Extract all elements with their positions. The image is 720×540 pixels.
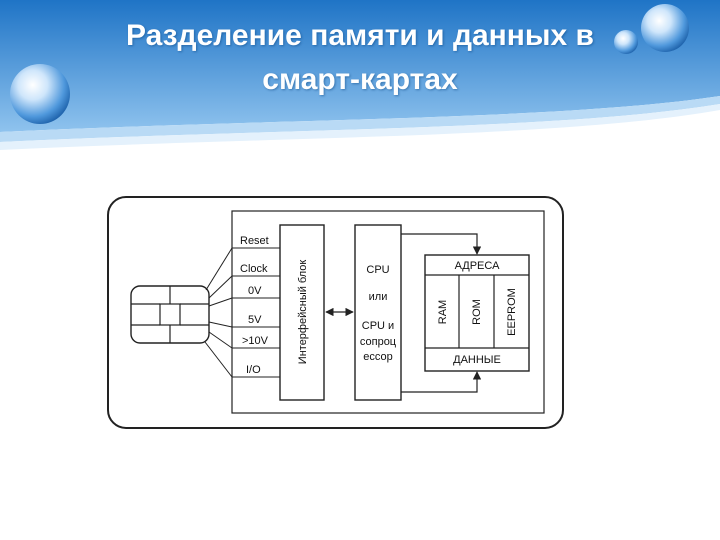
sphere-small-right-decoration [614, 30, 638, 54]
address-bus-arrow [401, 233, 482, 255]
cpu-or-label: или [369, 291, 388, 303]
title-banner [0, 0, 720, 150]
eeprom-label: EEPROM [506, 288, 518, 336]
slide-title-line-2: смарт-картах [262, 63, 458, 96]
pin-label-0v: 0V [248, 285, 262, 297]
sphere-large-left-decoration [10, 64, 70, 124]
rom-label: ROM [471, 299, 483, 325]
pin-label-clock: Clock [240, 263, 268, 275]
slide-title-line-1: Разделение памяти и данных в [125, 19, 595, 52]
chip-contact-pad [130, 285, 210, 344]
pin-label-reset: Reset [240, 235, 269, 247]
pin-row-lines [232, 247, 280, 378]
address-bus-label: АДРЕСА [455, 260, 501, 272]
banner-wave-1 [0, 96, 720, 142]
module-frame [231, 210, 545, 414]
data-bus-arrow [401, 371, 482, 393]
banner-wave-2 [0, 104, 720, 150]
contact-wires [204, 247, 233, 378]
data-bus-label: ДАННЫЕ [453, 354, 501, 366]
pin-label-10v: >10V [242, 335, 269, 347]
cpu-label: CPU [366, 264, 389, 276]
memory-block [424, 254, 530, 372]
interface-block [279, 224, 325, 401]
sphere-top-right-decoration [641, 4, 689, 52]
pin-label-io: I/O [246, 364, 261, 376]
interface-block-label: Интерфейсный блок [297, 260, 309, 365]
cpu-block [354, 224, 402, 401]
banner-band [0, 0, 720, 132]
coprocessor-label-2: ессор [363, 351, 392, 363]
coprocessor-label-1: сопроц [360, 336, 397, 348]
ram-label: RAM [437, 300, 449, 324]
pin-label-5v: 5V [248, 314, 262, 326]
cpu-and-label: CPU и [362, 320, 394, 332]
